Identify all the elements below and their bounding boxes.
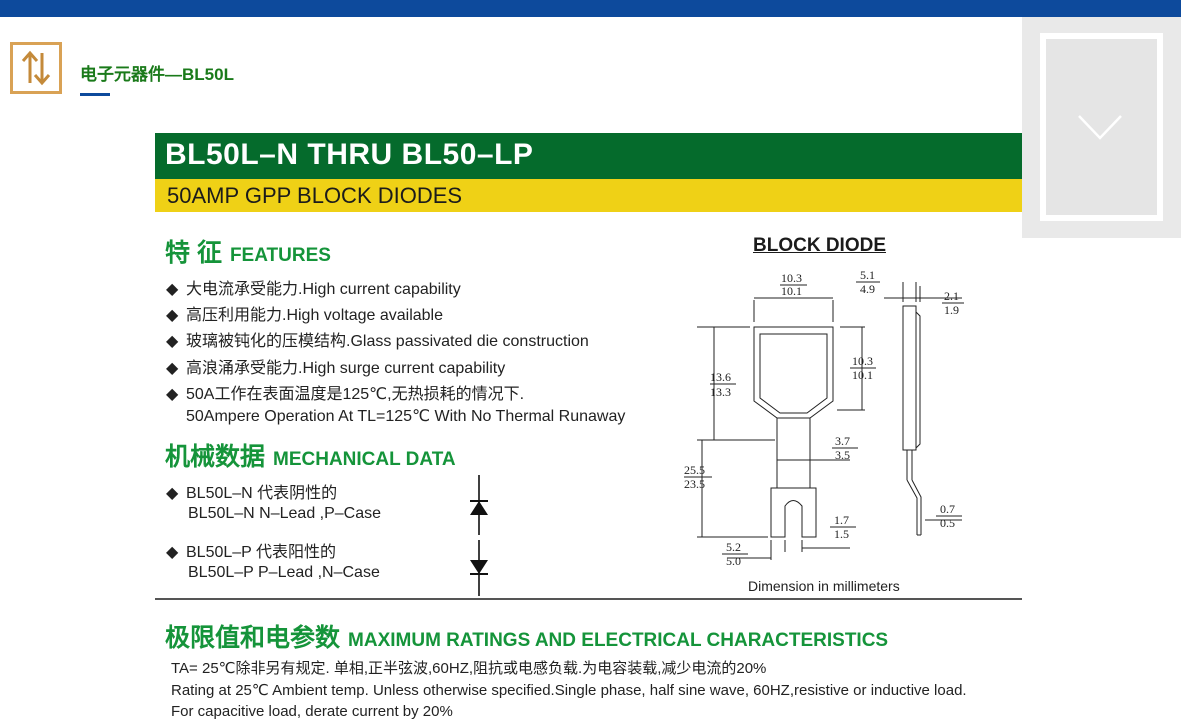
dim-neck-min: 3.5 (835, 448, 850, 462)
feature-item: ◆高压利用能力.High voltage available (166, 307, 443, 324)
dim-lead-min: 0.5 (940, 516, 955, 530)
mechanical-n-detail: BL50L–N N–Lead ,P–Case (188, 505, 382, 522)
mechanical-p-detail: BL50L–P P–Lead ,N–Case (188, 564, 380, 581)
ratings-note-en: Rating at 25℃ Ambient temp. Unless other… (171, 682, 967, 699)
dim-inner-height-max: 10.3 (852, 354, 873, 368)
dim-body-height-max: 13.6 (710, 370, 731, 384)
feature-item: ◆50A工作在表面温度是125℃,无热损耗的情况下. (166, 386, 525, 403)
dim-lead-max: 0.7 (940, 502, 955, 516)
product-title: BL50L–N THRU BL50–LP (165, 138, 534, 171)
dim-inner-height-min: 10.1 (852, 368, 873, 382)
block-diode-dimension-drawing: 10.3 10.1 5.1 4.9 2.1 1.9 13.6 13.3 10.3… (684, 268, 964, 568)
dim-top-width-min: 10.1 (781, 284, 802, 298)
block-diode-title: BLOCK DIODE (753, 235, 886, 256)
dim-tab-min: 1.9 (944, 303, 959, 317)
chevron-down-icon[interactable] (1077, 112, 1123, 142)
dim-slot-min: 1.5 (834, 527, 849, 541)
top-bar (0, 0, 1181, 17)
product-subtitle: 50AMP GPP BLOCK DIODES (167, 183, 463, 208)
dim-tab-max: 2.1 (944, 289, 959, 303)
dim-foot-min: 5.0 (726, 554, 741, 568)
diamond-bullet-icon: ◆ (166, 544, 179, 561)
side-panel-button[interactable] (1040, 33, 1163, 221)
ratings-note-cn: TA= 25℃除非另有规定. 单相,正半弦波,60HZ,阻抗或电感负载.为电容装… (171, 660, 767, 677)
feature-item: ◆玻璃被钝化的压模结构.Glass passivated die constru… (166, 333, 589, 350)
diamond-bullet-icon: ◆ (166, 281, 179, 298)
dim-foot-max: 5.2 (726, 540, 741, 554)
product-subtitle-banner: 50AMP GPP BLOCK DIODES (155, 179, 1022, 212)
diamond-bullet-icon: ◆ (166, 386, 179, 403)
diode-symbol-n-icon (470, 475, 488, 535)
dimension-caption: Dimension in millimeters (748, 578, 900, 594)
title-underline (80, 93, 110, 96)
page-title: 电子元器件—BL50L (80, 65, 234, 84)
diamond-bullet-icon: ◆ (166, 307, 179, 324)
mechanical-n-title: ◆BL50L–N 代表阴性的 (166, 485, 338, 502)
feature-item: ◆大电流承受能力.High current capability (166, 281, 461, 298)
dim-thick-max: 5.1 (860, 268, 875, 282)
feature-item: ◆高浪涌承受能力.High surge current capability (166, 360, 506, 377)
section-divider (155, 598, 1022, 600)
product-title-banner: BL50L–N THRU BL50–LP (155, 133, 1022, 179)
dim-slot-max: 1.7 (834, 513, 849, 527)
diamond-bullet-icon: ◆ (166, 485, 179, 502)
diode-symbol-p-icon (470, 540, 488, 596)
dim-body-height-min: 13.3 (710, 385, 731, 399)
dim-thick-min: 4.9 (860, 282, 875, 296)
diamond-bullet-icon: ◆ (166, 360, 179, 377)
feature-item-continuation: 50Ampere Operation At TL=125℃ With No Th… (186, 408, 626, 425)
ratings-note-capacitive: For capacitive load, derate current by 2… (171, 703, 453, 720)
dim-total-height-min: 23.5 (684, 477, 705, 491)
dim-total-height-max: 25.5 (684, 463, 705, 477)
dim-top-width-max: 10.3 (781, 271, 802, 285)
mechanical-p-title: ◆BL50L–P 代表阳性的 (166, 544, 336, 561)
diamond-bullet-icon: ◆ (166, 333, 179, 350)
sort-arrows-icon[interactable] (10, 42, 62, 94)
dim-neck-max: 3.7 (835, 434, 850, 448)
